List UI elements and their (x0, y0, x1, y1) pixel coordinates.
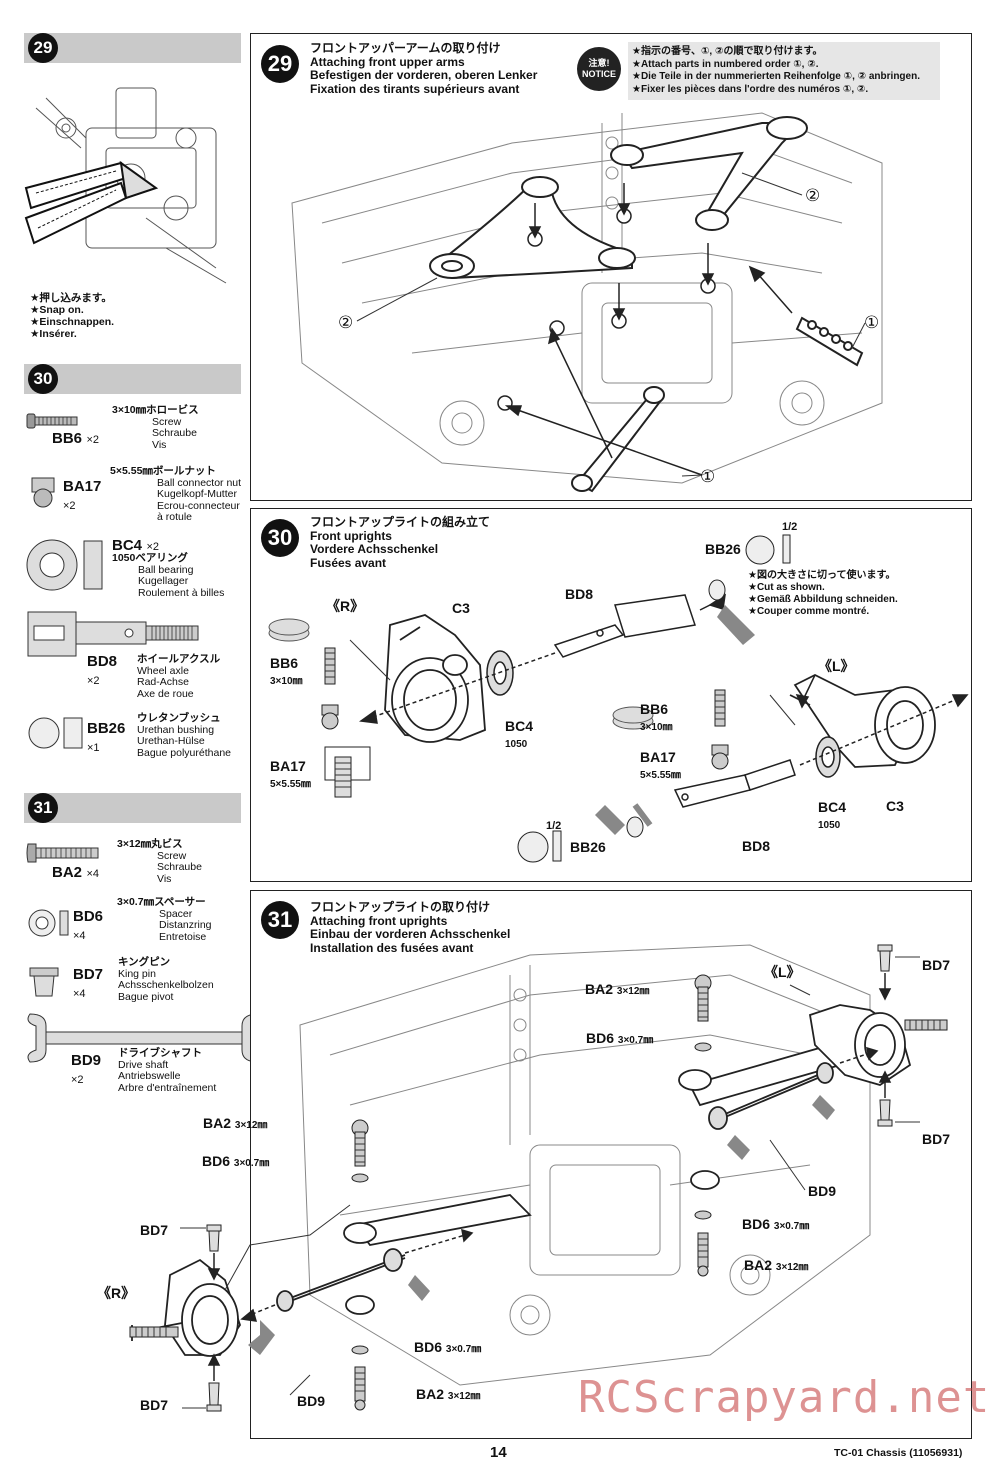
bc4-code: BC4 ×2 (112, 537, 160, 554)
panel30-cut-note: ★図の大きさに切って使います。 ★Cut as shown. ★Gemäß Ab… (748, 570, 898, 617)
panel29-notice-box (628, 42, 940, 100)
footer-model: TC-01 Chassis (11056931) (834, 1447, 963, 1459)
ba2-desc: 3×12㎜丸ビス Screw Schraube Vis (117, 838, 202, 885)
panel31-ba2-top: BA2 3×12㎜ (585, 981, 650, 997)
panel31-bd6-right: BD6 3×0.7㎜ (742, 1216, 810, 1232)
panel31-bd7-r-bottom: BD7 (140, 1397, 169, 1413)
bb6-code: BB6 ×2 (52, 430, 100, 447)
panel31-bd7-l-top: BD7 (922, 957, 951, 973)
ba17-ball-nut-icon (31, 477, 55, 508)
panel30-c3-r: C3 (452, 600, 470, 616)
panel30-bb26-l: BB26 (570, 839, 606, 855)
panel31-bd9-r: BD9 (297, 1393, 326, 1409)
panel31-ba2-mid: BA2 3×12㎜ (203, 1115, 268, 1131)
panel29-notice-text: ★指示の番号、①, ②の順で取り付けます。 ★Attach parts in n… (632, 46, 920, 95)
panel30-bb26-r: BB26 (705, 541, 741, 557)
panel31-ba2-right: BA2 3×12㎜ (744, 1257, 809, 1273)
panel29-callout-1-bottom: ① (700, 467, 716, 486)
panel29-title: フロントアッパーアームの取り付け Attaching front upper a… (310, 41, 538, 96)
bd7-king-pin-icon (29, 967, 59, 997)
panel30-side-l: 《L》 (818, 658, 855, 674)
panel29-number-badge: 29 (261, 45, 299, 83)
bd6-spacer-icon (28, 909, 69, 937)
panel31-side-l: 《L》 (764, 964, 801, 980)
panel31-bd6-top: BD6 3×0.7㎜ (586, 1030, 654, 1046)
panel31-side-r: 《R》 (97, 1285, 136, 1301)
bb26-code: BB26×1 (87, 720, 126, 754)
panel30-assembly-diagram (268, 534, 969, 863)
panel30-bd8-l: BD8 (742, 838, 771, 854)
panel31-bd7-l-bottom: BD7 (922, 1131, 951, 1147)
bc4-bearing-icon (26, 539, 103, 591)
panel30-side-r: 《R》 (326, 598, 365, 614)
bd7-desc: キングピン King pin Achsschenkelbolzen Bague … (118, 956, 214, 1003)
bd9-code: BD9×2 (71, 1052, 102, 1086)
panel31-bd9-l: BD9 (808, 1183, 837, 1199)
step29-header-bar (24, 33, 241, 63)
step31-number-badge: 31 (28, 793, 58, 823)
panel31-ba2-bottom: BA2 3×12㎜ (416, 1386, 481, 1402)
bd7-code: BD7×4 (73, 966, 104, 1000)
ba2-screw-icon (26, 843, 99, 863)
bd6-code: BD6×4 (73, 908, 104, 942)
bd9-drive-shaft-icon (27, 1013, 261, 1063)
panel30-c3-l: C3 (886, 798, 904, 814)
page-number: 14 (490, 1444, 507, 1461)
panel29-callout-2-right: ② (805, 186, 821, 205)
panel29-assembly-diagram (291, 112, 883, 493)
panel31-assembly-diagram (129, 944, 948, 1412)
panel30-half-l: 1/2 (546, 820, 562, 832)
step29-number-badge: 29 (28, 33, 58, 63)
step29-note: ★押し込みます。 ★Snap on. ★Einschnappen. ★Insér… (30, 292, 115, 340)
bb6-screw-icon (26, 413, 78, 429)
panel31-bd7-r-top: BD7 (140, 1222, 169, 1238)
panel30-title: フロントアップライトの組み立て Front uprights Vordere A… (310, 515, 491, 570)
step31-header-bar (24, 793, 241, 823)
panel30-bd8-r: BD8 (565, 586, 594, 602)
panel29-callout-2-left: ② (338, 313, 354, 332)
bd9-desc: ドライブシャフト Drive shaft Antriebswelle Arbre… (118, 1047, 217, 1094)
bd6-desc: 3×0.7㎜スペーサー Spacer Distanzring Entretois… (117, 896, 212, 943)
panel31-bd6-bottom: BD6 3×0.7㎜ (414, 1339, 482, 1355)
bd8-desc: ホイールアクスル Wheel axle Rad-Achse Axe de rou… (137, 653, 221, 700)
bb26-desc: ウレタンブッシュ Urethan bushing Urethan-Hülse B… (137, 712, 231, 759)
bb26-bushing-icon (28, 717, 83, 749)
bd8-wheel-axle-icon (27, 611, 199, 657)
panel30-number-badge: 30 (261, 519, 299, 557)
notice-badge: 注意! NOTICE (577, 47, 621, 91)
bc4-desc: 1050ベアリング Ball bearing Kugellager Roulem… (112, 552, 225, 599)
panel29-callout-1-right: ① (864, 313, 880, 332)
panel31-number-badge: 31 (261, 901, 299, 939)
ba17-desc: 5×5.55㎜ボールナット Ball connector nut Kugelko… (110, 465, 242, 523)
step30-number-badge: 30 (28, 364, 58, 394)
step29-snap-illustration (24, 87, 227, 284)
bb6-desc: 3×10㎜ホロービス Screw Schraube Vis (112, 404, 199, 451)
panel31-title: フロントアップライトの取り付け Attaching front uprights… (310, 900, 511, 955)
step30-header-bar (24, 364, 241, 394)
watermark: RCScrapyard.net (578, 1372, 991, 1423)
panel31-bd6-mid: BD6 3×0.7㎜ (202, 1153, 270, 1169)
panel30-half-r: 1/2 (782, 521, 798, 533)
ba17-code: BA17×2 (63, 478, 102, 512)
ba2-code: BA2 ×4 (52, 864, 100, 881)
bd8-code: BD8×2 (87, 653, 118, 687)
